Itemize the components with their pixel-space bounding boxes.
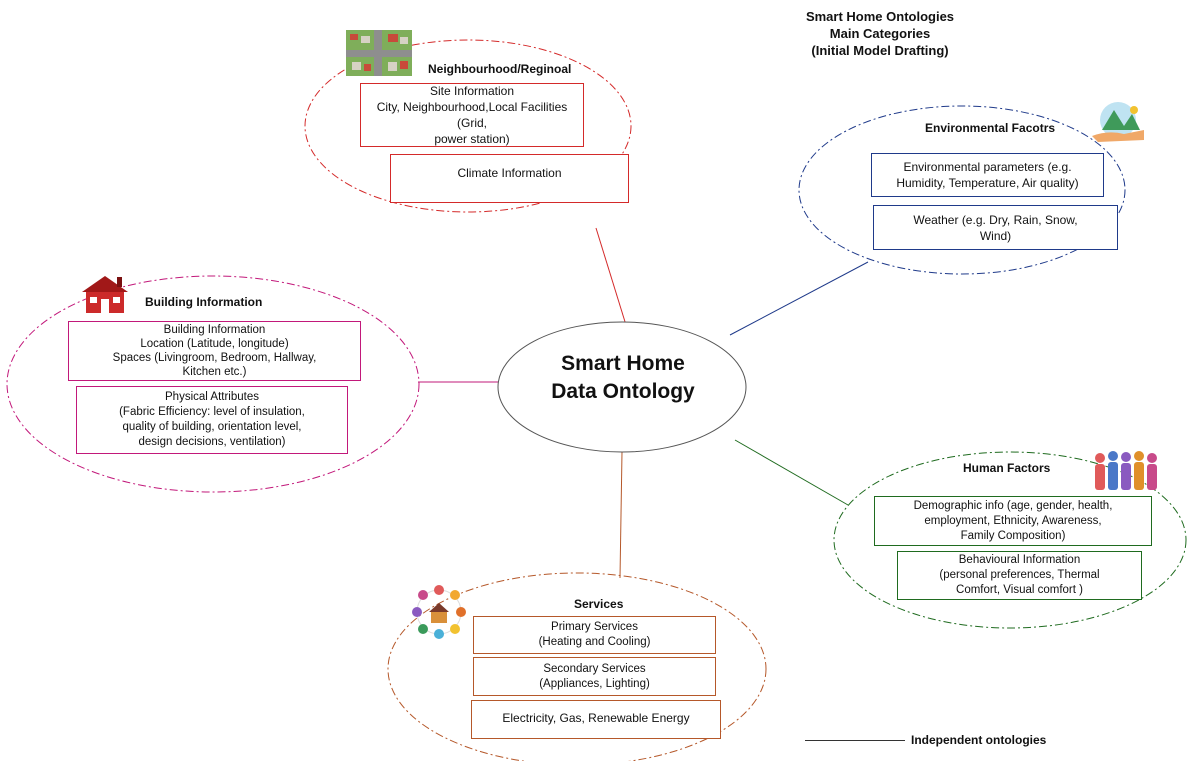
site-info-line-1: Site Information: [429, 84, 515, 98]
services-ellipse: [387, 572, 767, 761]
building-info-line-2: Location (Latitude, longitude): [140, 338, 289, 350]
physical-line-4: design decisions, ventilation): [138, 436, 286, 448]
central-line-2: Data Ontology: [551, 380, 695, 403]
connector-environmental: [729, 261, 869, 336]
building-info-line-3: Spaces (Livingroom, Bedroom, Hallway,: [112, 352, 317, 364]
house-icon: [82, 276, 128, 313]
energy-box: Electricity, Gas, Renewable Energy: [471, 700, 721, 739]
primary-line-2: (Heating and Cooling): [538, 636, 651, 648]
weather-line-1: Weather (e.g. Dry, Rain, Snow,: [913, 212, 1078, 227]
central-label: Smart Home Data Ontology: [498, 350, 748, 406]
env-params-line-1: Environmental parameters (e.g.: [903, 160, 1072, 174]
building-ellipse: [6, 275, 420, 493]
environmental-parameters-box: Environmental parameters (e.g. Humidity,…: [871, 153, 1104, 197]
demographic-line-3: Family Composition): [960, 529, 1066, 542]
physical-line-2: (Fabric Efficiency: level of insulation,: [119, 406, 305, 418]
env-params-line-2: Humidity, Temperature, Air quality): [896, 176, 1079, 190]
smart-services-icon: [412, 585, 466, 639]
demographic-info-box: Demographic info (age, gender, health, e…: [874, 496, 1152, 546]
behavioural-line-2: (personal preferences, Thermal: [939, 569, 1100, 581]
environmental-ellipse: [798, 105, 1126, 275]
behavioural-line-1: Behavioural Information: [958, 554, 1081, 566]
legend-line: [805, 740, 905, 742]
heading-line-3: (Initial Model Drafting): [811, 43, 949, 58]
physical-attributes-box: Physical Attributes (Fabric Efficiency: …: [76, 386, 348, 454]
behavioural-information-box: Behavioural Information (personal prefer…: [897, 551, 1142, 600]
services-title: Services: [574, 597, 624, 611]
physical-line-3: quality of building, orientation level,: [122, 421, 302, 433]
connector-services: [619, 451, 623, 579]
diagram-heading: Smart Home Ontologies Main Categories (I…: [760, 8, 1000, 59]
connector-neighbourhood: [595, 227, 627, 326]
environmental-title: Environmental Facotrs: [925, 121, 1056, 135]
building-info-line-1: Building Information: [163, 324, 266, 336]
human-ellipse: [833, 451, 1187, 629]
primary-line-1: Primary Services: [551, 621, 638, 633]
demographic-line-2: employment, Ethnicity, Awareness,: [924, 514, 1102, 527]
physical-line-1: Physical Attributes: [165, 391, 259, 403]
site-info-line-3: power station): [434, 132, 510, 146]
weather-box: Weather (e.g. Dry, Rain, Snow, Wind): [873, 205, 1118, 250]
climate-information-box: Climate Information: [390, 154, 629, 203]
secondary-line-2: (Appliances, Lighting): [539, 677, 650, 690]
site-information-box: Site Information City, Neighbourhood,Loc…: [360, 83, 584, 147]
building-info-line-4: Kitchen etc.): [182, 366, 247, 378]
legend: Independent ontologies: [805, 733, 1046, 747]
neighbourhood-title: Neighbourhood/Reginoal: [428, 62, 572, 76]
heading-line-2: Main Categories: [829, 26, 931, 41]
central-line-1: Smart Home: [561, 352, 685, 375]
building-information-box: Building Information Location (Latitude,…: [68, 321, 361, 381]
environment-hand-icon: [1092, 102, 1144, 142]
secondary-services-box: Secondary Services (Appliances, Lighting…: [473, 657, 716, 696]
heading-line-1: Smart Home Ontologies: [805, 9, 955, 24]
weather-line-2: Wind): [979, 228, 1012, 243]
city-map-icon: [346, 30, 412, 76]
central-ellipse: [497, 321, 747, 453]
legend-label: Independent ontologies: [911, 733, 1047, 747]
climate-info-text: Climate Information: [457, 166, 562, 180]
people-group-icon: [1095, 451, 1157, 490]
energy-text: Electricity, Gas, Renewable Energy: [502, 711, 690, 725]
primary-services-box: Primary Services (Heating and Cooling): [473, 616, 716, 654]
human-title: Human Factors: [963, 461, 1051, 475]
behavioural-line-3: Comfort, Visual comfort ): [956, 584, 1083, 596]
secondary-line-1: Secondary Services: [543, 662, 646, 675]
site-info-line-2: City, Neighbourhood,Local Facilities (Gr…: [376, 100, 568, 130]
building-title: Building Information: [145, 295, 263, 309]
connector-human: [734, 439, 849, 506]
neighbourhood-ellipse: [304, 39, 632, 213]
demographic-line-1: Demographic info (age, gender, health,: [913, 499, 1113, 512]
